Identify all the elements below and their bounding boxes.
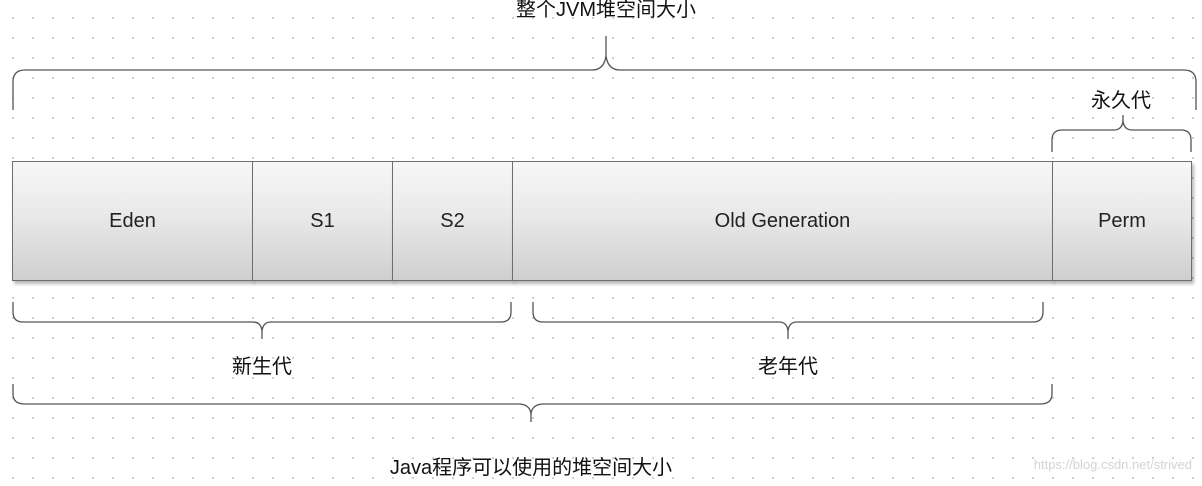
eden-label: Eden [109,209,156,232]
old-generation-label: Old Generation [714,209,851,232]
perm-block: Perm [1052,161,1192,281]
perm-label: Perm [1098,209,1146,232]
s2-label: S2 [440,209,465,232]
perm-generation-title: 永久代 [1091,90,1151,112]
young-generation-brace [12,302,512,339]
s2-block: S2 [392,161,513,281]
jvm-heap-title: 整个JVM堆空间大小 [516,0,696,21]
java-heap-brace [12,384,1053,422]
s1-label: S1 [310,209,335,232]
perm-brace [1051,115,1192,152]
old-generation-title: 老年代 [758,356,818,378]
young-generation-title: 新生代 [232,356,292,378]
old-generation-block: Old Generation [512,161,1053,281]
watermark: https://blog.csdn.net/strived [1033,457,1192,472]
java-heap-title: Java程序可以使用的堆空间大小 [389,457,673,479]
eden-block: Eden [12,161,253,281]
jvm-heap-brace [12,36,1197,110]
s1-block: S1 [252,161,393,281]
old-generation-brace [532,302,1044,339]
